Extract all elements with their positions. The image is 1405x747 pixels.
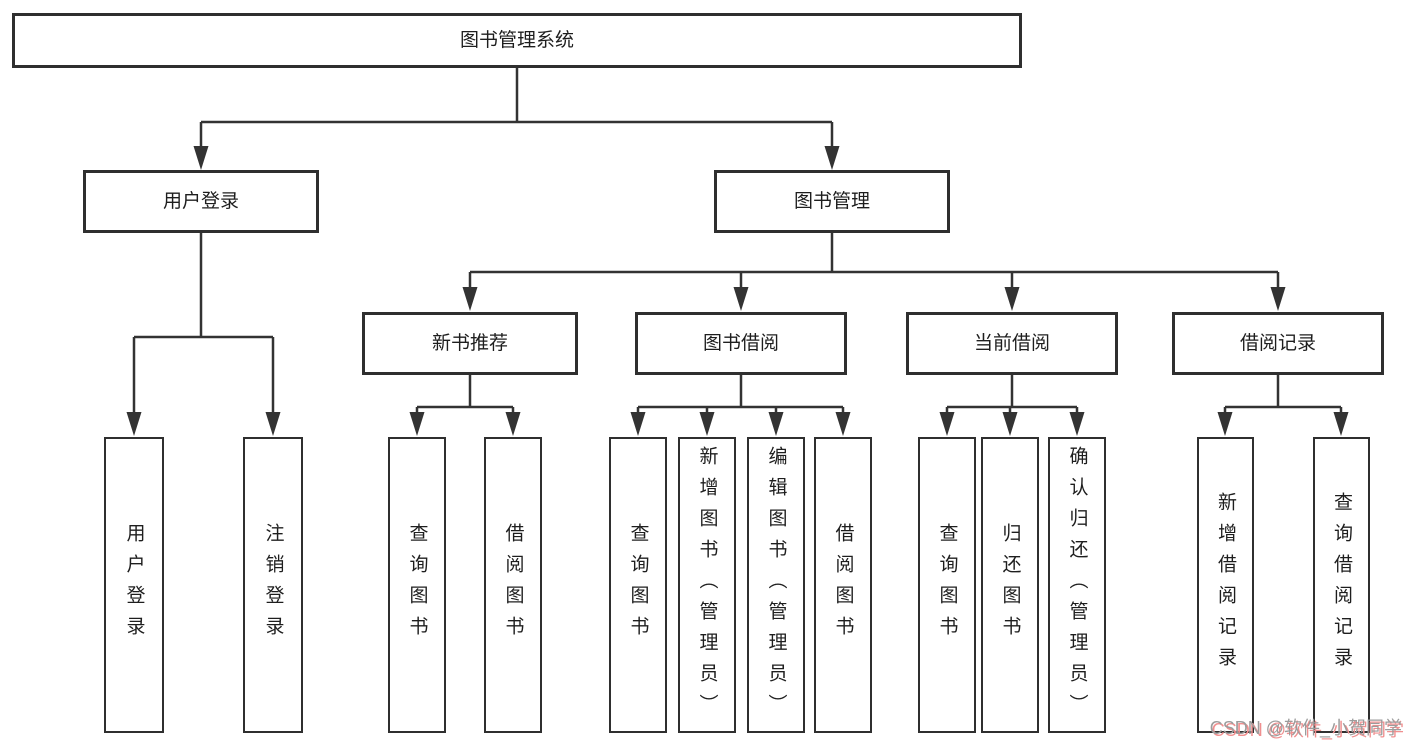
leaf-logout: 注销登录 xyxy=(243,437,303,733)
leaf-borrow-books-recommend: 借阅图书 xyxy=(484,437,542,733)
leaf-add-book-admin: 新增图书（管理员） xyxy=(678,437,736,733)
leaf-return-book: 归还图书 xyxy=(981,437,1039,733)
leaf-query-books-current: 查询图书 xyxy=(918,437,976,733)
leaf-label: 借阅图书 xyxy=(832,523,854,647)
leaf-query-books-borrow: 查询图书 xyxy=(609,437,667,733)
watermark: CSDN @软件_小贺同学 xyxy=(1209,718,1402,738)
leaf-label: 借阅图书 xyxy=(502,523,524,647)
node-root: 图书管理系统 xyxy=(12,13,1022,68)
leaf-label: 查询图书 xyxy=(936,523,958,647)
node-new-book-recommend: 新书推荐 xyxy=(362,312,578,375)
leaf-label: 用户登录 xyxy=(123,523,145,647)
leaf-query-borrow-record: 查询借阅记录 xyxy=(1313,437,1370,733)
leaf-label: 新增借阅记录 xyxy=(1215,492,1236,678)
leaf-confirm-return-admin: 确认归还（管理员） xyxy=(1048,437,1106,733)
node-book-management: 图书管理 xyxy=(714,170,950,233)
leaf-borrow-books: 借阅图书 xyxy=(814,437,872,733)
leaf-label: 查询图书 xyxy=(627,523,649,647)
leaf-label: 编辑图书（管理员） xyxy=(765,445,787,725)
leaf-add-borrow-record: 新增借阅记录 xyxy=(1197,437,1254,733)
leaf-user-login: 用户登录 xyxy=(104,437,164,733)
leaf-query-books-recommend: 查询图书 xyxy=(388,437,446,733)
node-current-borrow: 当前借阅 xyxy=(906,312,1118,375)
leaf-label: 确认归还（管理员） xyxy=(1066,445,1088,725)
leaf-label: 新增图书（管理员） xyxy=(696,445,718,725)
connector-paths xyxy=(132,68,1343,416)
leaf-label: 注销登录 xyxy=(262,523,284,647)
node-book-borrow: 图书借阅 xyxy=(635,312,847,375)
leaf-label: 查询图书 xyxy=(406,523,428,647)
connector-arrowheads xyxy=(126,146,1349,436)
node-borrow-record: 借阅记录 xyxy=(1172,312,1384,375)
leaf-edit-book-admin: 编辑图书（管理员） xyxy=(747,437,805,733)
leaf-label: 查询借阅记录 xyxy=(1331,492,1352,678)
leaf-label: 归还图书 xyxy=(999,523,1021,647)
node-user-login: 用户登录 xyxy=(83,170,319,233)
